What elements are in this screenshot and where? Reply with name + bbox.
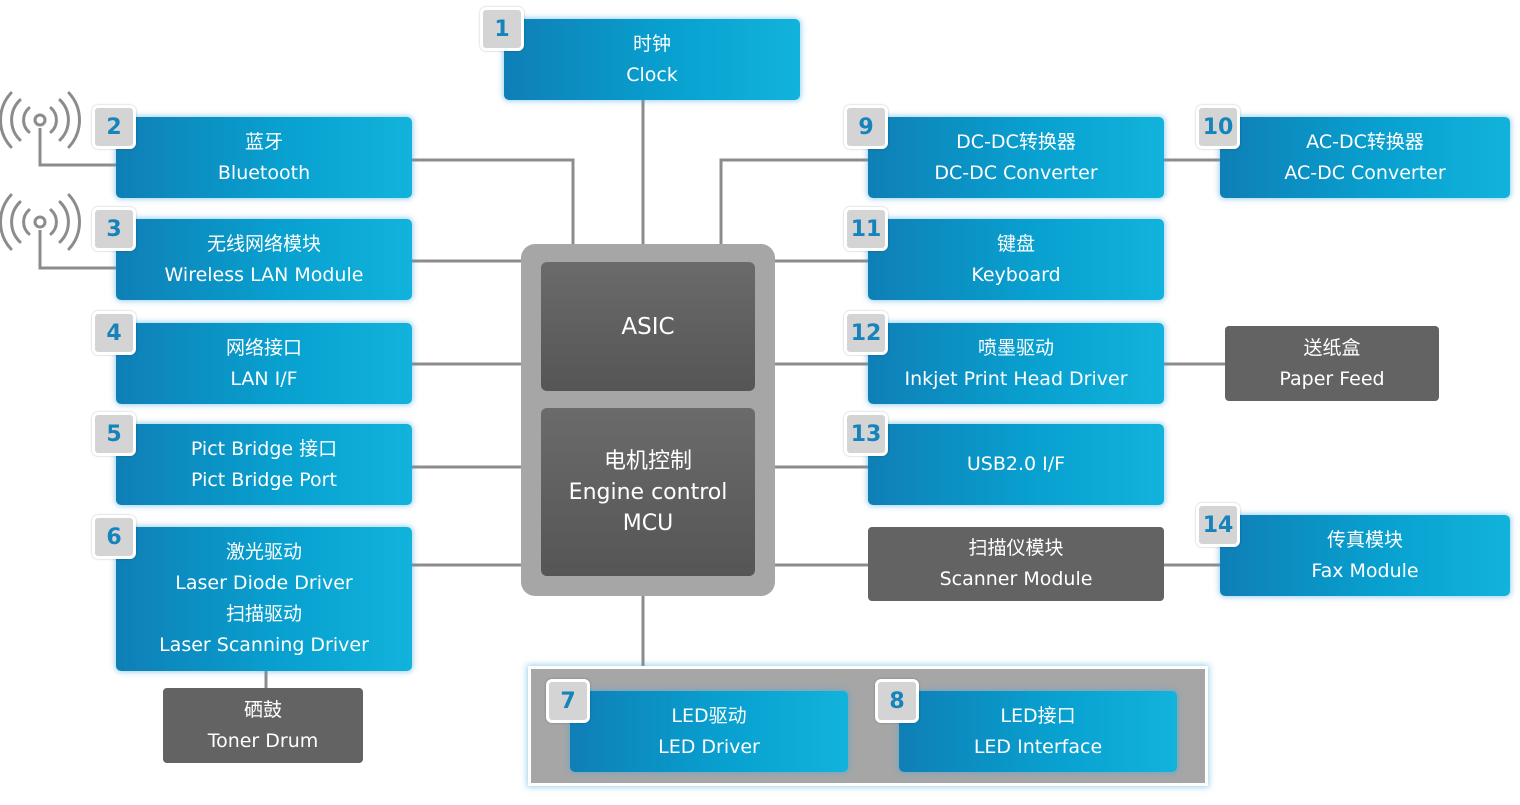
- dcdc-label-cn: DC-DC转换器: [956, 130, 1076, 153]
- laser-label-cn: 激光驱动: [225, 541, 302, 563]
- led-driver-block: LED驱动 LED Driver: [570, 691, 848, 772]
- pict-bridge-block: Pict Bridge 接口 Pict Bridge Port: [116, 424, 412, 505]
- block-number: 14: [1196, 503, 1240, 547]
- block-number: 11: [844, 207, 888, 251]
- fax-block: 传真模块 Fax Module: [1220, 515, 1510, 596]
- block-number: 8: [875, 679, 919, 723]
- asic-label: ASIC: [621, 313, 675, 340]
- asic-block: ASIC: [541, 262, 755, 391]
- engine-control-block: 电机控制 Engine control MCU: [541, 408, 755, 576]
- block-number: 12: [844, 311, 888, 355]
- led-if-label-cn: LED接口: [1000, 704, 1076, 727]
- toner-drum-block: 硒鼓 Toner Drum: [163, 688, 363, 763]
- bluetooth-block: 蓝牙 Bluetooth: [116, 117, 412, 198]
- inkjet-label-cn: 喷墨驱动: [977, 336, 1054, 359]
- antenna-icon: [0, 91, 81, 149]
- engine-label-mcu: MCU: [622, 510, 674, 536]
- led-driver-label-en: LED Driver: [658, 735, 760, 758]
- scanner-label-cn: 扫描仪模块: [968, 537, 1064, 559]
- paper-label-cn: 送纸盒: [1303, 336, 1361, 359]
- laser-scan-label-en: Laser Scanning Driver: [159, 634, 369, 656]
- engine-label-cn: 电机控制: [603, 448, 692, 474]
- lan-label-en: LAN I/F: [230, 367, 298, 390]
- block-number: 1: [480, 7, 524, 51]
- laser-driver-block: 激光驱动 Laser Diode Driver 扫描驱动 Laser Scann…: [116, 527, 412, 671]
- clock-label-en: Clock: [626, 63, 678, 86]
- acdc-label-en: AC-DC Converter: [1284, 161, 1446, 184]
- inkjet-label-en: Inkjet Print Head Driver: [904, 367, 1128, 390]
- pict-label-en: Pict Bridge Port: [191, 468, 337, 491]
- bluetooth-label-en: Bluetooth: [217, 161, 311, 184]
- scanner-block: 扫描仪模块 Scanner Module: [868, 527, 1164, 601]
- wlan-label-en: Wireless LAN Module: [164, 263, 364, 286]
- scanner-label-en: Scanner Module: [939, 568, 1093, 590]
- acdc-label-cn: AC-DC转换器: [1306, 130, 1424, 153]
- led-driver-label-cn: LED驱动: [671, 704, 747, 727]
- fax-label-en: Fax Module: [1311, 559, 1419, 582]
- block-number: 5: [92, 412, 136, 456]
- usb-block: USB2.0 I/F: [868, 424, 1164, 505]
- block-number: 6: [92, 515, 136, 559]
- bluetooth-label-cn: 蓝牙: [244, 130, 283, 153]
- pict-label-cn: Pict Bridge 接口: [190, 437, 338, 460]
- clock-block: 时钟 Clock: [504, 19, 800, 100]
- block-number: 4: [92, 311, 136, 355]
- acdc-block: AC-DC转换器 AC-DC Converter: [1220, 117, 1510, 198]
- fax-label-cn: 传真模块: [1326, 528, 1403, 551]
- led-interface-block: LED接口 LED Interface: [899, 691, 1177, 772]
- toner-label-cn: 硒鼓: [243, 698, 282, 721]
- usb-label-en: USB2.0 I/F: [966, 453, 1066, 475]
- clock-label-cn: 时钟: [632, 32, 671, 55]
- keyboard-label-en: Keyboard: [971, 263, 1061, 286]
- block-number: 2: [92, 105, 136, 149]
- wlan-block: 无线网络模块 Wireless LAN Module: [116, 219, 412, 300]
- engine-label-en: Engine control: [568, 479, 728, 505]
- led-if-label-en: LED Interface: [973, 735, 1103, 758]
- block-number: 7: [546, 679, 590, 723]
- wlan-label-cn: 无线网络模块: [206, 232, 321, 255]
- block-number: 3: [92, 207, 136, 251]
- toner-label-en: Toner Drum: [207, 729, 319, 752]
- keyboard-label-cn: 键盘: [996, 232, 1035, 255]
- inkjet-block: 喷墨驱动 Inkjet Print Head Driver: [868, 323, 1164, 404]
- dcdc-block: DC-DC转换器 DC-DC Converter: [868, 117, 1164, 198]
- block-number: 13: [844, 412, 888, 456]
- dcdc-label-en: DC-DC Converter: [934, 161, 1098, 184]
- block-number: 10: [1196, 105, 1240, 149]
- paper-label-en: Paper Feed: [1279, 367, 1385, 390]
- antenna-icon: [0, 193, 81, 251]
- lan-label-cn: 网络接口: [225, 336, 302, 359]
- keyboard-block: 键盘 Keyboard: [868, 219, 1164, 300]
- laser-label-en: Laser Diode Driver: [175, 572, 353, 594]
- lan-block: 网络接口 LAN I/F: [116, 323, 412, 404]
- block-number: 9: [844, 105, 888, 149]
- paper-feed-block: 送纸盒 Paper Feed: [1225, 326, 1439, 401]
- laser-scan-label-cn: 扫描驱动: [225, 603, 302, 625]
